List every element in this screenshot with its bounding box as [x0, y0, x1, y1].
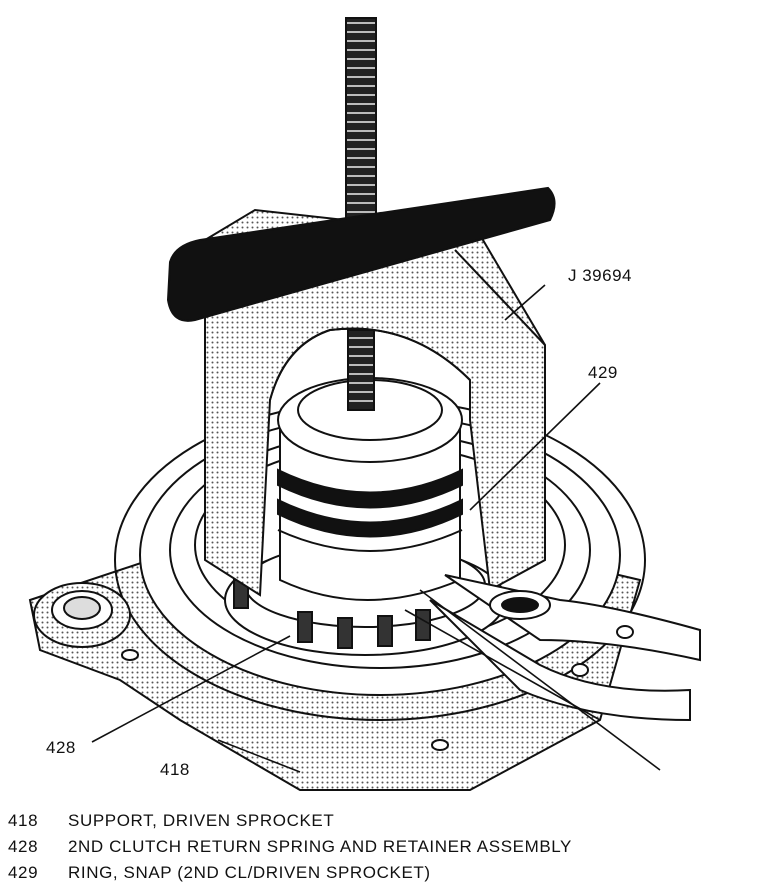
legend-row: 418 SUPPORT, DRIVEN SPROCKET: [8, 808, 760, 834]
leader-lines: [91, 284, 661, 773]
tool-j39694: [204, 208, 546, 597]
parts-legend: 418 SUPPORT, DRIVEN SPROCKET 428 2ND CLU…: [8, 808, 760, 886]
legend-description: RING, SNAP (2ND CL/DRIVEN SPROCKET): [68, 863, 431, 882]
callout-428: 428: [46, 738, 76, 757]
legend-row: 429 RING, SNAP (2ND CL/DRIVEN SPROCKET): [8, 860, 760, 886]
legend-number: 418: [8, 811, 39, 830]
legend-description: 2ND CLUTCH RETURN SPRING AND RETAINER AS…: [68, 837, 572, 856]
tool-crossbar: [166, 186, 556, 322]
callout-418: 418: [160, 760, 190, 779]
snap-ring-pliers: [429, 574, 701, 722]
callout-429: 429: [588, 363, 618, 382]
threaded-rod: [345, 17, 377, 411]
callout-tool: J 39694: [568, 266, 632, 285]
clutch-stack: [277, 377, 463, 601]
exploded-view-diagram: [28, 17, 701, 791]
legend-row: 428 2ND CLUTCH RETURN SPRING AND RETAINE…: [8, 834, 760, 860]
legend-description: SUPPORT, DRIVEN SPROCKET: [68, 811, 335, 830]
legend-number: 429: [8, 863, 39, 882]
legend-number: 428: [8, 837, 39, 856]
